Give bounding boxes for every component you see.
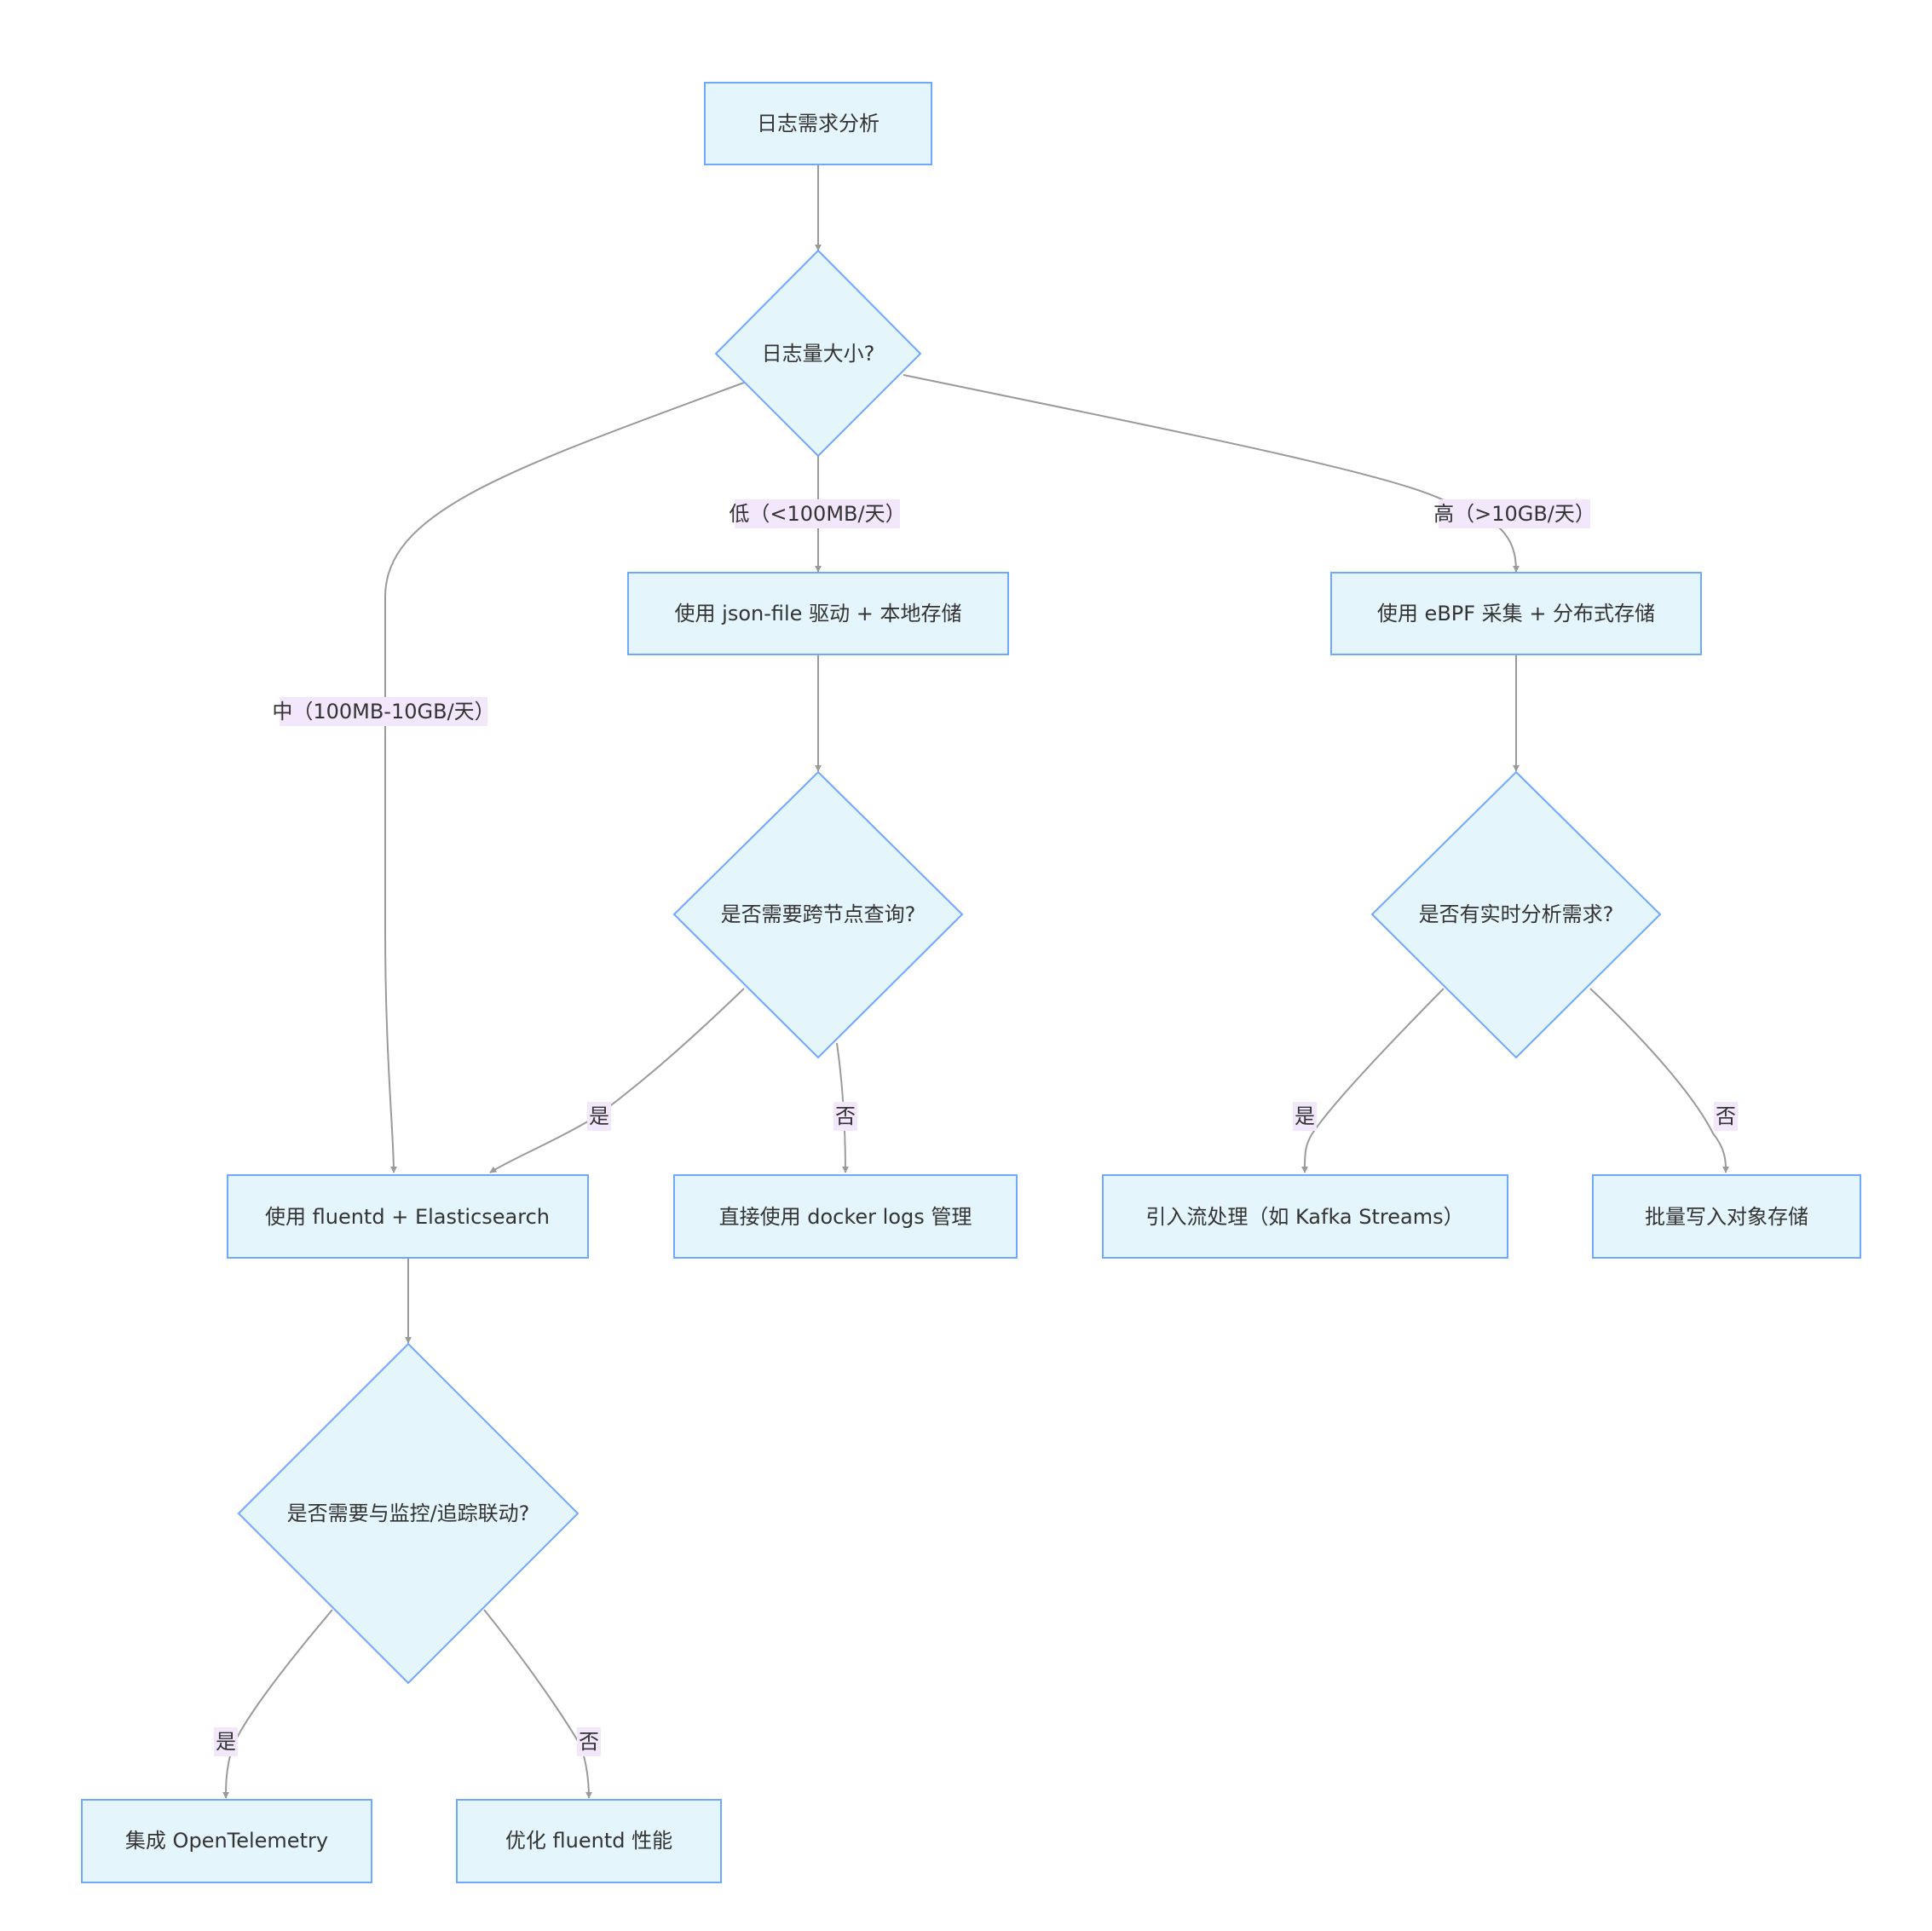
decision-monitoring[interactable]: 是否需要与监控/追踪联动?: [237, 1342, 580, 1685]
svg-text:是否需要与监控/追踪联动?: 是否需要与监控/追踪联动?: [287, 1502, 530, 1525]
node-opentelemetry[interactable]: 集成 OpenTelemetry: [81, 1799, 372, 1883]
svg-text:直接使用 docker logs 管理: 直接使用 docker logs 管理: [719, 1205, 972, 1229]
svg-text:批量写入对象存储: 批量写入对象存储: [1645, 1205, 1808, 1229]
node-optimize-fluentd[interactable]: 优化 fluentd 性能: [456, 1799, 722, 1883]
svg-text:日志量大小?: 日志量大小?: [762, 342, 875, 366]
svg-text:否: 否: [835, 1104, 856, 1128]
svg-text:是: 是: [216, 1730, 236, 1754]
edge-monitor-no: [483, 1609, 592, 1799]
edge-label-low: 低（<100MB/天）: [729, 499, 906, 528]
svg-text:中（100MB-10GB/天）: 中（100MB-10GB/天）: [272, 700, 494, 723]
decision-cross-node[interactable]: 是否需要跨节点查询?: [672, 770, 964, 1059]
edge-label-monitor-no: 否: [577, 1727, 601, 1756]
svg-text:高（>10GB/天）: 高（>10GB/天）: [1433, 502, 1595, 526]
edge-label-realtime-yes: 是: [1293, 1102, 1317, 1131]
edge-label-monitor-yes: 是: [214, 1727, 238, 1756]
node-object-storage[interactable]: 批量写入对象存储: [1592, 1174, 1861, 1259]
nodes: 日志需求分析 日志量大小? 使用 json-file 驱动 + 本地存储 使用 …: [81, 82, 1861, 1883]
node-start[interactable]: 日志需求分析: [704, 82, 932, 165]
edges: [222, 164, 1730, 1799]
svg-text:集成 OpenTelemetry: 集成 OpenTelemetry: [125, 1829, 328, 1853]
edge-monitor-yes: [222, 1609, 333, 1799]
node-json-file[interactable]: 使用 json-file 驱动 + 本地存储: [627, 572, 1009, 655]
svg-text:是否有实时分析需求?: 是否有实时分析需求?: [1419, 902, 1614, 926]
node-docker-logs[interactable]: 直接使用 docker logs 管理: [673, 1174, 1018, 1259]
edge-labels: 低（<100MB/天） 中（100MB-10GB/天） 高（>10GB/天） 是…: [214, 499, 1738, 1756]
svg-text:引入流处理（如 Kafka Streams）: 引入流处理（如 Kafka Streams）: [1145, 1205, 1463, 1229]
svg-text:否: 否: [579, 1730, 599, 1754]
edge-realtime-no: [1589, 988, 1730, 1173]
svg-text:低（<100MB/天）: 低（<100MB/天）: [729, 502, 905, 526]
svg-text:使用 eBPF 采集 + 分布式存储: 使用 eBPF 采集 + 分布式存储: [1377, 602, 1655, 625]
edge-volume-to-ebpf: [903, 374, 1520, 573]
svg-text:是否需要跨节点查询?: 是否需要跨节点查询?: [721, 902, 916, 926]
node-ebpf[interactable]: 使用 eBPF 采集 + 分布式存储: [1330, 572, 1702, 655]
svg-text:否: 否: [1716, 1104, 1736, 1128]
edge-label-cross-yes: 是: [587, 1102, 611, 1131]
svg-text:使用 fluentd + Elasticsearch: 使用 fluentd + Elasticsearch: [265, 1205, 550, 1229]
edge-cross-yes: [489, 988, 745, 1173]
edge-volume-to-fluentd: [384, 382, 745, 1173]
svg-text:是: 是: [589, 1104, 609, 1128]
decision-volume[interactable]: 日志量大小?: [714, 249, 922, 458]
edge-realtime-yes: [1300, 988, 1445, 1173]
node-stream-processing[interactable]: 引入流处理（如 Kafka Streams）: [1102, 1174, 1508, 1259]
svg-text:日志需求分析: 日志需求分析: [757, 112, 879, 135]
svg-text:优化 fluentd 性能: 优化 fluentd 性能: [505, 1829, 672, 1853]
edge-label-high: 高（>10GB/天）: [1433, 499, 1595, 528]
decision-realtime[interactable]: 是否有实时分析需求?: [1370, 770, 1662, 1059]
node-fluentd-es[interactable]: 使用 fluentd + Elasticsearch: [227, 1174, 589, 1259]
edge-label-realtime-no: 否: [1714, 1102, 1738, 1131]
svg-text:是: 是: [1295, 1104, 1315, 1128]
edge-label-cross-no: 否: [833, 1102, 857, 1131]
edge-label-medium: 中（100MB-10GB/天）: [272, 697, 495, 726]
svg-text:使用 json-file 驱动 + 本地存储: 使用 json-file 驱动 + 本地存储: [675, 602, 962, 625]
